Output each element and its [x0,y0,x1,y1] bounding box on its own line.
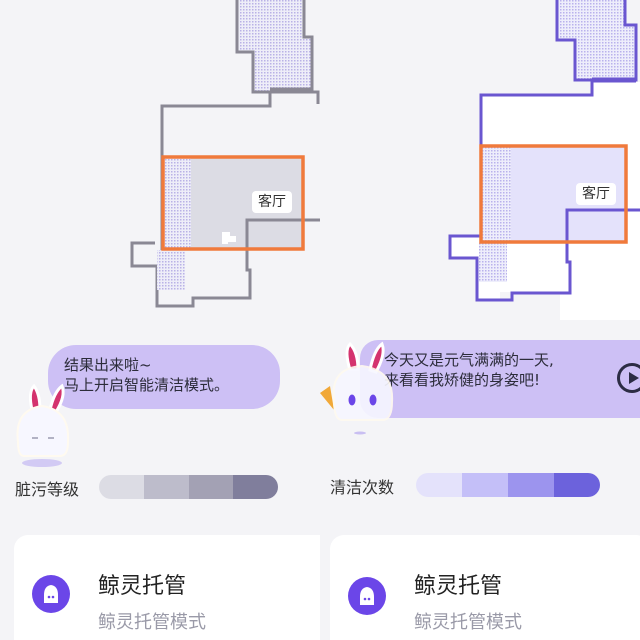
mode-card[interactable]: 鲸灵托管 鲸灵托管模式 [330,535,640,640]
bar-segment-1 [416,473,462,497]
room-label-living-room[interactable]: 客厅 [252,191,292,213]
ghost-robot-icon [32,575,70,613]
card-subtitle: 鲸灵托管模式 [98,612,206,633]
card-title: 鲸灵托管 [98,574,187,599]
clean-count-label: 清洁次数 [330,478,395,497]
bar-segment-2 [143,475,189,499]
speech-bubble: 结果出来啦~ 马上开启智能清洁模式。 [48,345,280,409]
card-subtitle: 鲸灵托管模式 [414,612,522,633]
bubble-line-1: 结果出来啦~ [64,356,152,374]
bubble-line-2: 来看看我矫健的身姿吧! [384,371,541,389]
play-icon[interactable] [617,363,640,393]
speech-bubble: 今天又是元气满满的一天, 来看看我矫健的身姿吧! [360,340,640,418]
bar-segment-4 [233,475,278,499]
floor-map[interactable] [0,0,320,320]
bar-segment-2 [462,473,508,497]
bubble-line-1: 今天又是元气满满的一天, [384,351,554,369]
bar-segment-1 [99,475,144,499]
floor-map[interactable] [320,0,640,320]
dirt-level-label: 脏污等级 [15,480,80,499]
bubble-line-2: 马上开启智能清洁模式。 [64,376,230,394]
ghost-robot-icon [348,577,386,615]
bar-segment-3 [508,473,554,497]
clean-count-bar [416,473,600,497]
bar-segment-4 [554,473,600,497]
mode-card[interactable]: 鲸灵托管 鲸灵托管模式 [14,535,320,640]
room-label-living-room[interactable]: 客厅 [576,183,616,205]
dirt-level-bar [99,475,278,499]
bunny-mascot-icon [16,383,70,467]
left-panel: 客厅 结果出来啦~ 马上开启智能清洁模式。 脏污等级 鲸灵托管 鲸灵托管模式 [0,0,320,640]
bunny-mascot-icon [320,341,394,435]
card-title: 鲸灵托管 [414,574,503,599]
right-panel: 客厅 今天又是元气满满的一天, 来看看我矫健的身姿吧! 清洁次数 鲸灵托管 鲸灵… [320,0,640,640]
bar-segment-3 [188,475,234,499]
